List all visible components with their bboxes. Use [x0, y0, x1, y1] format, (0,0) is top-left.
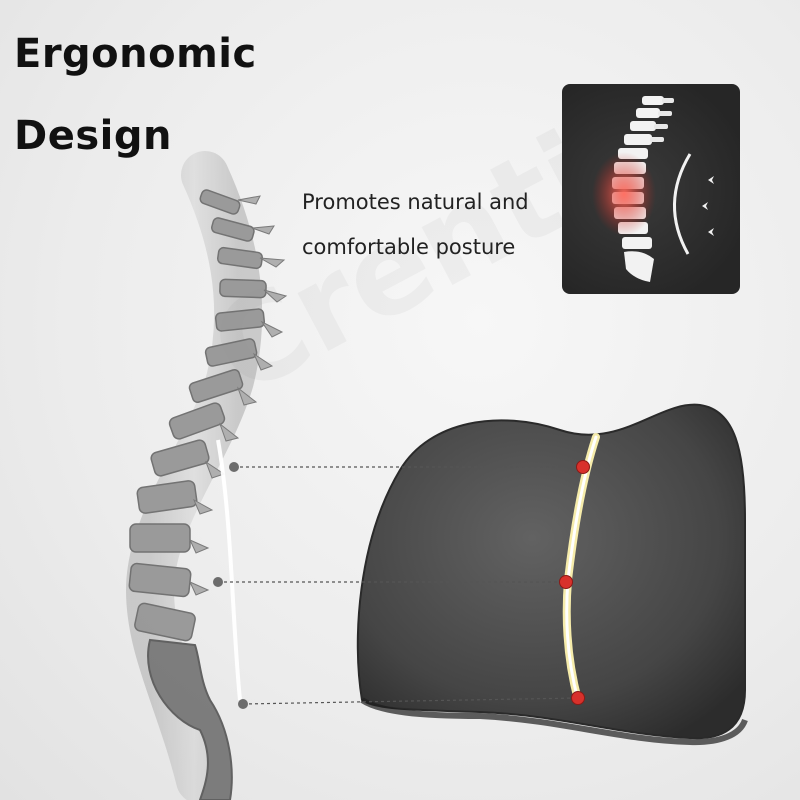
- lumbar-highlight: [592, 152, 656, 236]
- arrow-icons: [702, 176, 714, 236]
- inset-processes: [650, 98, 674, 142]
- lumbar-cushion: [356, 403, 748, 746]
- cushion-markers: [559, 460, 590, 705]
- headline-line-1: Ergonomic: [14, 31, 257, 77]
- spine-inset-graphic: [592, 96, 714, 282]
- spine-inset-icon: [562, 84, 740, 294]
- spine-markers: [213, 462, 248, 709]
- connector-lines: [218, 466, 583, 705]
- headline-line-2: Design: [14, 113, 172, 159]
- caption-line-2: comfortable posture: [302, 235, 516, 259]
- caption: Promotes natural and comfortable posture: [302, 180, 529, 270]
- caption-line-1: Promotes natural and: [302, 190, 529, 214]
- spine-illustration: [125, 151, 288, 800]
- support-arc: [673, 153, 692, 255]
- spine-support-line: [216, 439, 242, 701]
